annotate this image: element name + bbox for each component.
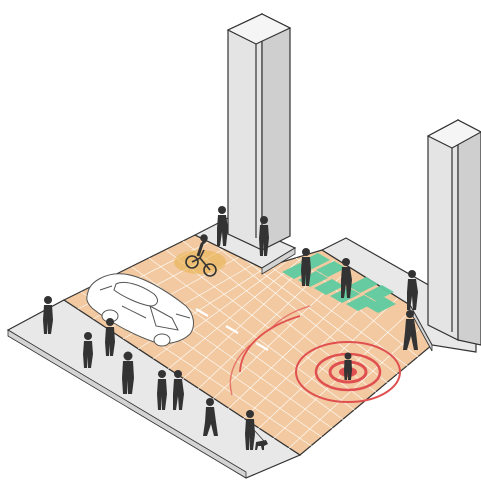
pedestrian-icon [83,332,93,368]
pedestrian-icon [344,353,352,381]
pedestrian-icon [301,248,311,286]
tower-left [228,14,290,250]
pedestrian-icon [43,296,53,334]
tower-right [428,120,481,345]
pedestrian-icon [105,318,115,356]
